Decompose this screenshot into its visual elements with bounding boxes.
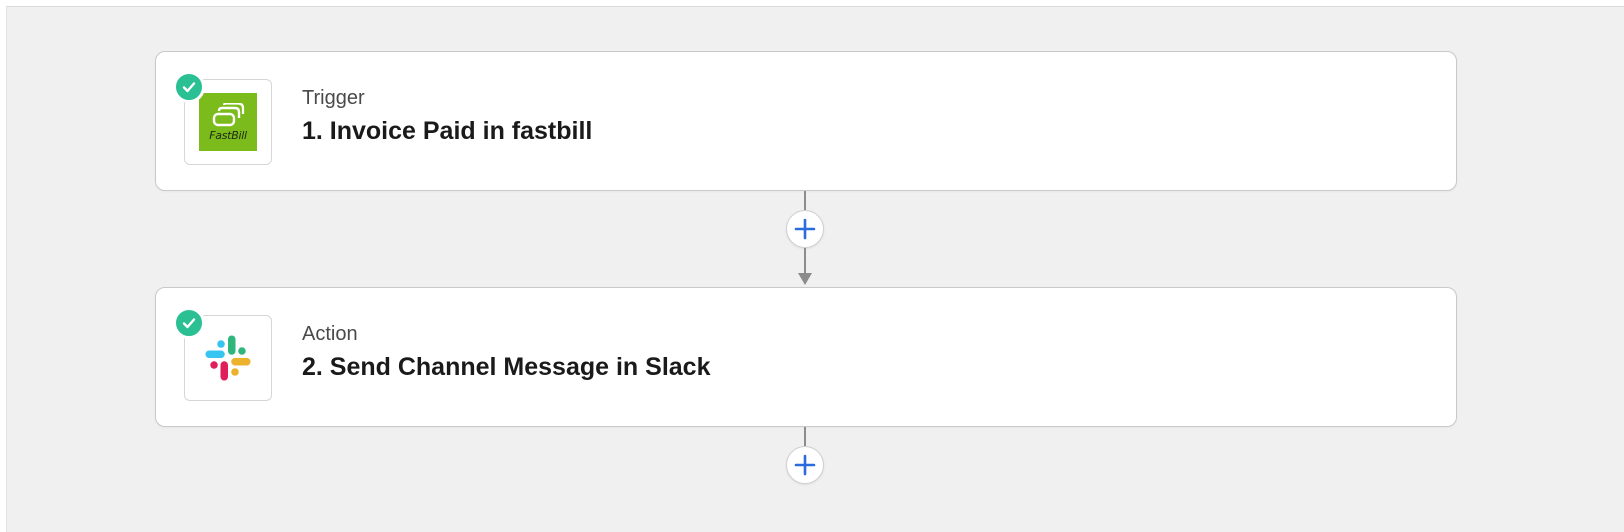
slack-logo-icon	[205, 335, 251, 381]
connector-line	[804, 191, 806, 225]
step-card-trigger[interactable]: FastBill Trigger 1. Invoice Paid in fast…	[155, 51, 1457, 191]
step-type-label: Trigger	[302, 87, 365, 109]
add-step-button[interactable]	[786, 446, 824, 484]
zap-editor-canvas: FastBill Trigger 1. Invoice Paid in fast…	[6, 6, 1624, 532]
fastbill-logo-text: FastBill	[209, 128, 247, 142]
app-icon-tile: FastBill	[184, 79, 272, 165]
fastbill-logo-icon: FastBill	[199, 93, 257, 151]
check-icon	[173, 307, 205, 339]
step-type-label: Action	[302, 323, 358, 345]
step-title: 2. Send Channel Message in Slack	[302, 353, 711, 381]
arrow-down-icon	[798, 273, 812, 285]
add-step-button[interactable]	[786, 210, 824, 248]
plus-icon	[794, 218, 816, 240]
connector-line	[804, 427, 806, 461]
step-title: 1. Invoice Paid in fastbill	[302, 117, 593, 145]
step-card-action[interactable]: Action 2. Send Channel Message in Slack	[155, 287, 1457, 427]
plus-icon	[794, 454, 816, 476]
check-icon	[173, 71, 205, 103]
connector-line	[804, 248, 806, 274]
